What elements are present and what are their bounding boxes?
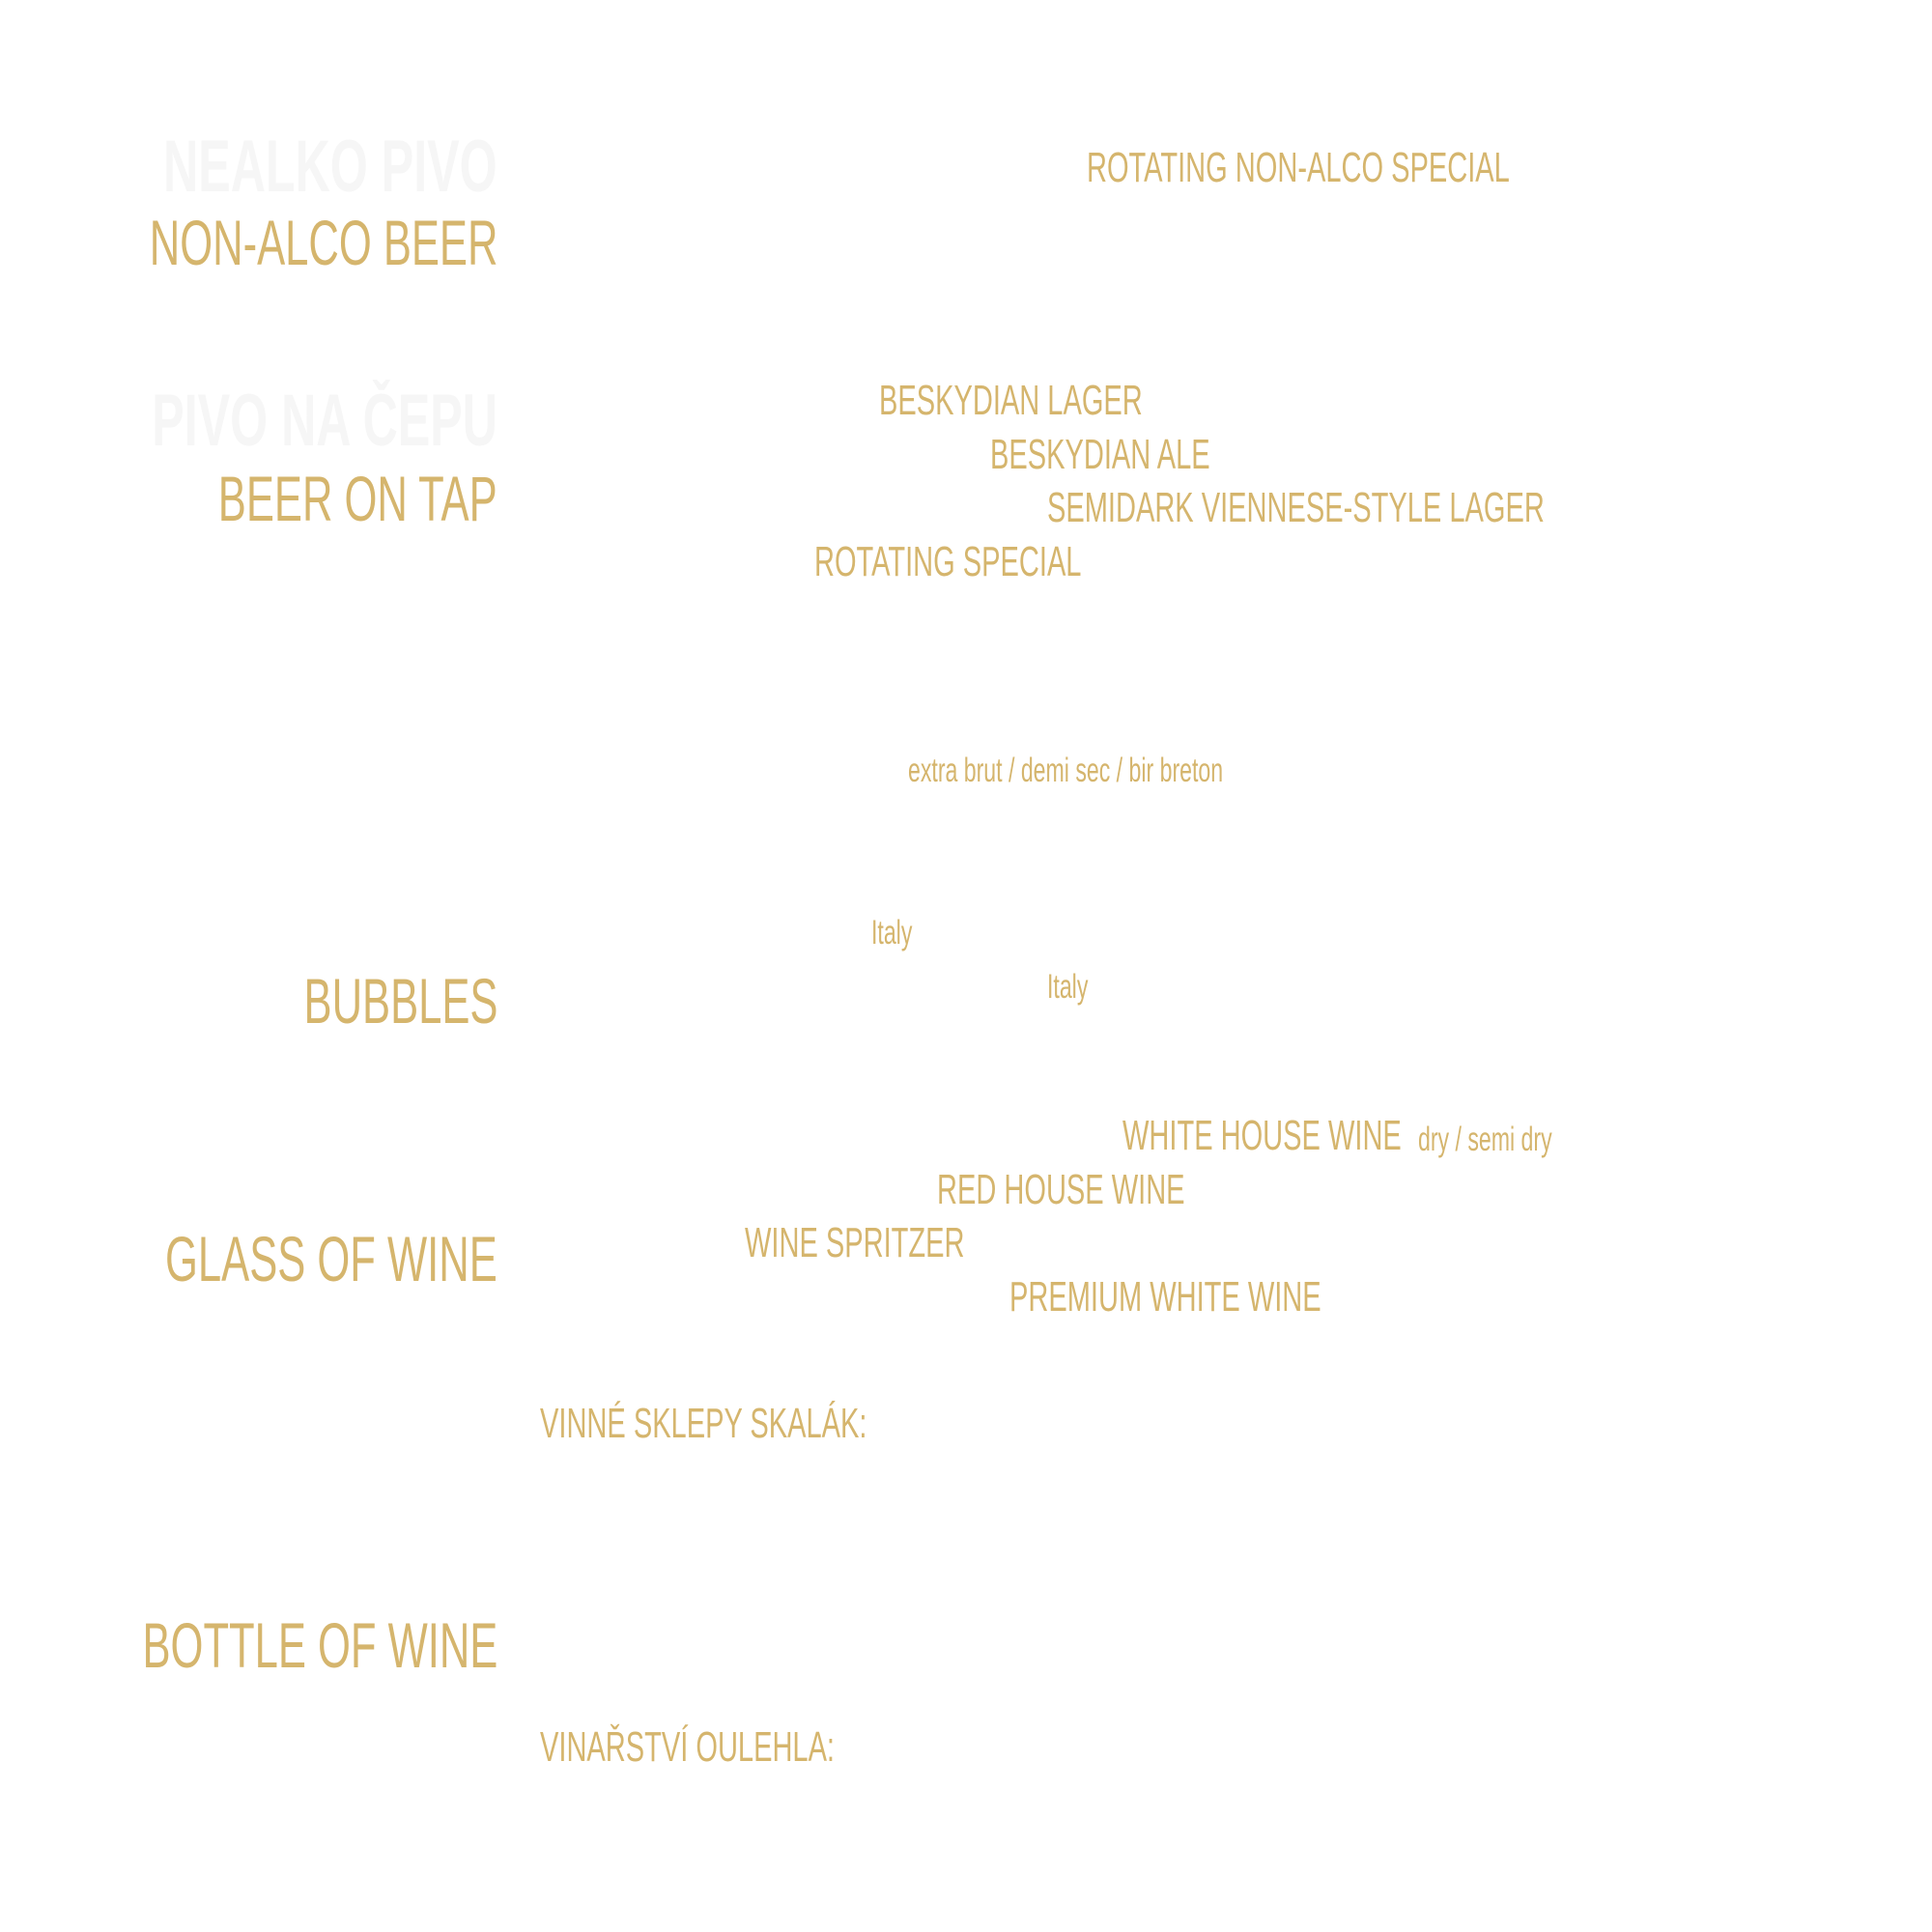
section-title-non-alco: NON-ALCO BEER bbox=[149, 207, 497, 278]
section-ghost-title-beer-on-tap: PIVO NA ČEPU bbox=[152, 380, 497, 462]
section-title-glass-of-wine: GLASS OF WINE bbox=[165, 1223, 497, 1294]
menu-item-semidark-viennese-lager: SEMIDARK VIENNESE-STYLE LAGER bbox=[1047, 484, 1545, 531]
winery-heading-skalak: VINNÉ SKLEPY SKALÁK: bbox=[540, 1400, 867, 1447]
menu-item-rotating-special: ROTATING SPECIAL bbox=[814, 538, 1082, 585]
section-ghost-title-non-alco: NEALKO PIVO bbox=[163, 126, 497, 208]
menu-item-beskydian-ale: BESKYDIAN ALE bbox=[990, 431, 1210, 478]
menu-item-premium-white-wine: PREMIUM WHITE WINE bbox=[1009, 1273, 1321, 1321]
section-title-bubbles: BUBBLES bbox=[303, 965, 497, 1037]
menu-item-white-house-wine: WHITE HOUSE WINE bbox=[1122, 1112, 1402, 1159]
bubbles-origin-note: Italy bbox=[871, 914, 913, 952]
section-title-beer-on-tap: BEER ON TAP bbox=[218, 463, 497, 534]
white-house-wine-note: dry / semi dry bbox=[1418, 1121, 1552, 1158]
menu-item-red-house-wine: RED HOUSE WINE bbox=[937, 1166, 1185, 1213]
bubbles-origin-note: Italy bbox=[1047, 968, 1089, 1006]
menu-item-rotating-non-alco-special: ROTATING NON-ALCO SPECIAL bbox=[1087, 144, 1510, 191]
section-title-bottle-of-wine: BOTTLE OF WINE bbox=[142, 1609, 497, 1681]
menu-item-beskydian-lager: BESKYDIAN LAGER bbox=[879, 377, 1143, 424]
menu-item-wine-spritzer: WINE SPRITZER bbox=[745, 1219, 965, 1266]
winery-heading-oulehla: VINAŘSTVÍ OULEHLA: bbox=[540, 1723, 836, 1771]
bubbles-sweetness-note: extra brut / demi sec / bir breton bbox=[908, 752, 1224, 789]
